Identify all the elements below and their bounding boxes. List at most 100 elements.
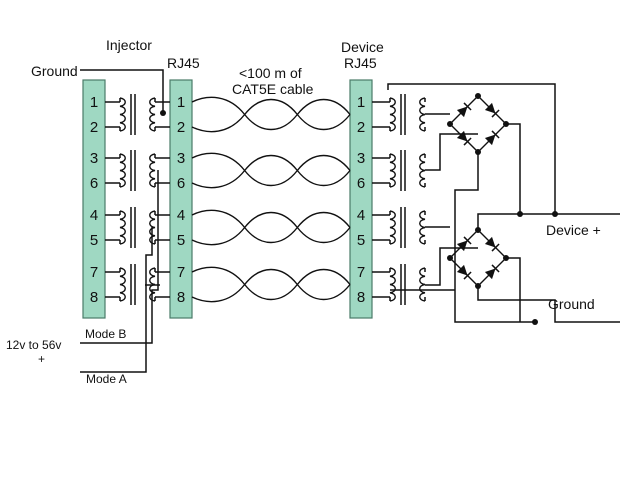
injector-connector xyxy=(82,79,106,319)
diode-bridges xyxy=(447,93,509,289)
mode-a-label: Mode A xyxy=(86,372,127,386)
twisted-pair-wire-a xyxy=(191,209,351,229)
pin-label-6: 6 xyxy=(357,175,365,192)
diode-icon xyxy=(484,134,496,146)
transformer-primary-coil xyxy=(389,97,396,132)
diode-icon xyxy=(484,236,496,248)
wire xyxy=(387,83,556,212)
transformer-secondary-coil xyxy=(149,153,156,188)
mode-b-wire xyxy=(80,170,159,344)
mode-a-wire xyxy=(80,227,153,373)
diode-bar xyxy=(463,102,472,111)
wire xyxy=(454,152,535,323)
supply-plus-label: + xyxy=(38,352,45,366)
bridge-outline xyxy=(449,95,507,153)
pin-label-1: 1 xyxy=(177,94,185,111)
pin-label-5: 5 xyxy=(177,232,185,249)
wiring xyxy=(80,69,620,373)
mode-b-label: Mode B xyxy=(85,327,126,341)
twisted-pair-wire-b xyxy=(191,283,351,303)
pin-label-8: 8 xyxy=(90,289,98,306)
transformer-primary-coil xyxy=(119,267,126,302)
injector-transformers xyxy=(105,94,170,305)
pin-label-5: 5 xyxy=(90,232,98,249)
pin-label-2: 2 xyxy=(90,119,98,136)
diode-bar xyxy=(491,130,500,139)
pin-label-4: 4 xyxy=(177,207,185,224)
twisted-pair-wire-b xyxy=(191,113,351,133)
transformer-primary-coil xyxy=(119,153,126,188)
pin-label-2: 2 xyxy=(357,119,365,136)
device-label: Device xyxy=(341,39,384,55)
cable-label-line2: CAT5E cable xyxy=(232,81,314,97)
twisted-pair-wire-b xyxy=(191,169,351,189)
diode-icon xyxy=(456,264,468,276)
wire xyxy=(506,123,521,214)
pin-label-7: 7 xyxy=(177,264,185,281)
wire xyxy=(105,69,164,113)
pin-label-2: 2 xyxy=(177,119,185,136)
wire xyxy=(477,286,620,323)
rj45-left-label: RJ45 xyxy=(167,55,200,71)
device-pin-labels: 1 2 3 6 4 5 7 8 xyxy=(357,94,365,306)
transformer-primary-coil xyxy=(389,153,396,188)
device-transformers xyxy=(372,94,426,305)
pin-label-1: 1 xyxy=(357,94,365,111)
pin-label-5: 5 xyxy=(357,232,365,249)
pin-label-8: 8 xyxy=(357,289,365,306)
transformer-primary-coil xyxy=(389,267,396,302)
pin-label-7: 7 xyxy=(357,264,365,281)
injector-rj45-connector xyxy=(169,79,193,319)
twisted-pair-wire-b xyxy=(191,226,351,246)
ground-right-label: Ground xyxy=(548,296,595,312)
junction-dot xyxy=(475,93,481,99)
pin-label-3: 3 xyxy=(357,150,365,167)
twisted-pair-wire-a xyxy=(191,96,351,116)
transformer-primary-coil xyxy=(119,97,126,132)
device-plus-label: Device + xyxy=(546,222,601,238)
wire xyxy=(477,213,620,230)
diode-bar xyxy=(491,109,500,118)
transformer-primary-coil xyxy=(389,210,396,245)
transformer-secondary-coil xyxy=(419,153,426,188)
ground-left-label: Ground xyxy=(31,63,78,79)
pin-label-6: 6 xyxy=(177,175,185,192)
junction-dot xyxy=(552,211,558,217)
pin-label-8: 8 xyxy=(177,289,185,306)
pin-label-7: 7 xyxy=(90,264,98,281)
supply-voltage-label: 12v to 56v xyxy=(6,338,61,352)
diode-bar xyxy=(463,137,472,146)
twisted-pair-wire-a xyxy=(191,266,351,286)
junction-dot xyxy=(447,121,453,127)
pin-label-3: 3 xyxy=(177,150,185,167)
diode-icon xyxy=(484,268,496,280)
bridge-outline xyxy=(449,229,507,287)
diode-bar xyxy=(463,271,472,280)
transformer-secondary-coil xyxy=(419,267,426,302)
injector-label: Injector xyxy=(106,37,152,53)
wire xyxy=(506,257,521,322)
junction-dot xyxy=(532,319,538,325)
junction-dot xyxy=(517,211,523,217)
injector-pin-labels: 1 2 3 6 4 5 7 8 xyxy=(90,94,98,306)
transformer-secondary-coil xyxy=(149,210,156,245)
pin-label-1: 1 xyxy=(90,94,98,111)
pin-label-3: 3 xyxy=(90,150,98,167)
transformer-secondary-coil xyxy=(419,97,426,132)
junction-dot xyxy=(447,255,453,261)
pin-label-4: 4 xyxy=(90,207,98,224)
cable-label-line1: <100 m of xyxy=(239,65,302,81)
wire xyxy=(425,133,478,171)
pin-label-4: 4 xyxy=(357,207,365,224)
device-rj45-label: RJ45 xyxy=(344,55,377,71)
transformer-primary-coil xyxy=(119,210,126,245)
diode-bar xyxy=(491,264,500,273)
pin-label-6: 6 xyxy=(90,175,98,192)
twisted-pair-wire-a xyxy=(191,152,351,172)
transformer-secondary-coil xyxy=(419,210,426,245)
cat5e-twisted-pairs xyxy=(191,96,351,303)
diode-bar xyxy=(463,236,472,245)
rj45-left-pin-labels: 1 2 3 6 4 5 7 8 xyxy=(177,94,185,306)
